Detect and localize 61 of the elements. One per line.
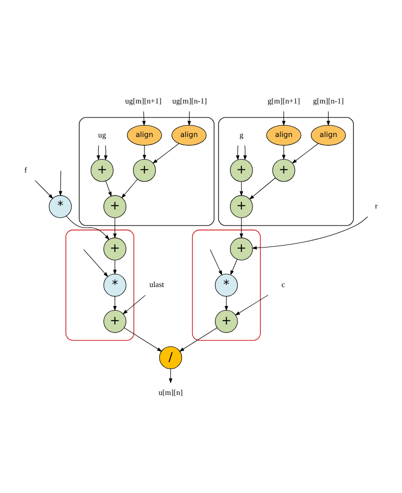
node-circle: * (214, 273, 238, 296)
arrow (282, 110, 286, 126)
arrow (66, 215, 110, 240)
arrow (179, 326, 218, 352)
node-circle: + (214, 309, 238, 332)
arrow (243, 144, 247, 160)
arrow (234, 294, 268, 316)
arrow (252, 216, 368, 250)
arrow (224, 296, 228, 311)
arrow (121, 178, 138, 198)
node-text: f (24, 164, 28, 174)
arrow (210, 248, 222, 276)
cluster (78, 116, 214, 226)
node-circle: + (272, 158, 296, 182)
cluster (192, 229, 261, 340)
arrow (113, 217, 117, 238)
node-circle: + (103, 194, 126, 218)
node-text: ug[m][n+1] (125, 96, 162, 105)
arrow (188, 110, 191, 126)
arrow (292, 142, 318, 164)
arrow (104, 144, 108, 160)
node-circle: + (103, 237, 126, 260)
arrow (142, 110, 146, 126)
node-circle: / (159, 346, 182, 369)
arrow (240, 217, 244, 238)
node-circle: + (133, 158, 156, 182)
arrow (34, 180, 54, 198)
node-text: ug[m][n-1] (172, 96, 207, 105)
arrow (326, 110, 330, 126)
node-text: c (281, 280, 285, 289)
node-circle: + (90, 158, 114, 182)
node-circle: * (103, 273, 126, 296)
arrow (106, 180, 112, 196)
arrow (96, 144, 100, 160)
node-text: r (374, 201, 378, 210)
node-text: u[m][n] (158, 387, 183, 396)
arrow (122, 294, 146, 314)
node-circle: + (103, 309, 126, 332)
cluster (66, 229, 134, 340)
arrow (83, 248, 108, 277)
arrow (249, 177, 276, 200)
node-text: ulast (149, 280, 164, 289)
arrow (152, 142, 180, 164)
arrow (58, 170, 62, 196)
arrow (113, 296, 117, 311)
node-text: g (239, 130, 244, 139)
node-text: ug (98, 130, 106, 139)
arrow (230, 258, 238, 275)
node-circle: + (230, 194, 253, 218)
arrow (240, 180, 244, 196)
node-text: g[m][n-1] (312, 96, 344, 105)
arrow (142, 144, 146, 160)
arrow (113, 259, 117, 274)
arrow (282, 144, 286, 160)
arrow (236, 144, 240, 160)
cluster (218, 116, 354, 226)
arrow (168, 368, 172, 383)
node-circle: + (230, 237, 253, 260)
node-text: g[m][n+1] (267, 96, 300, 105)
node-circle: + (230, 158, 253, 182)
arrow (124, 326, 162, 352)
